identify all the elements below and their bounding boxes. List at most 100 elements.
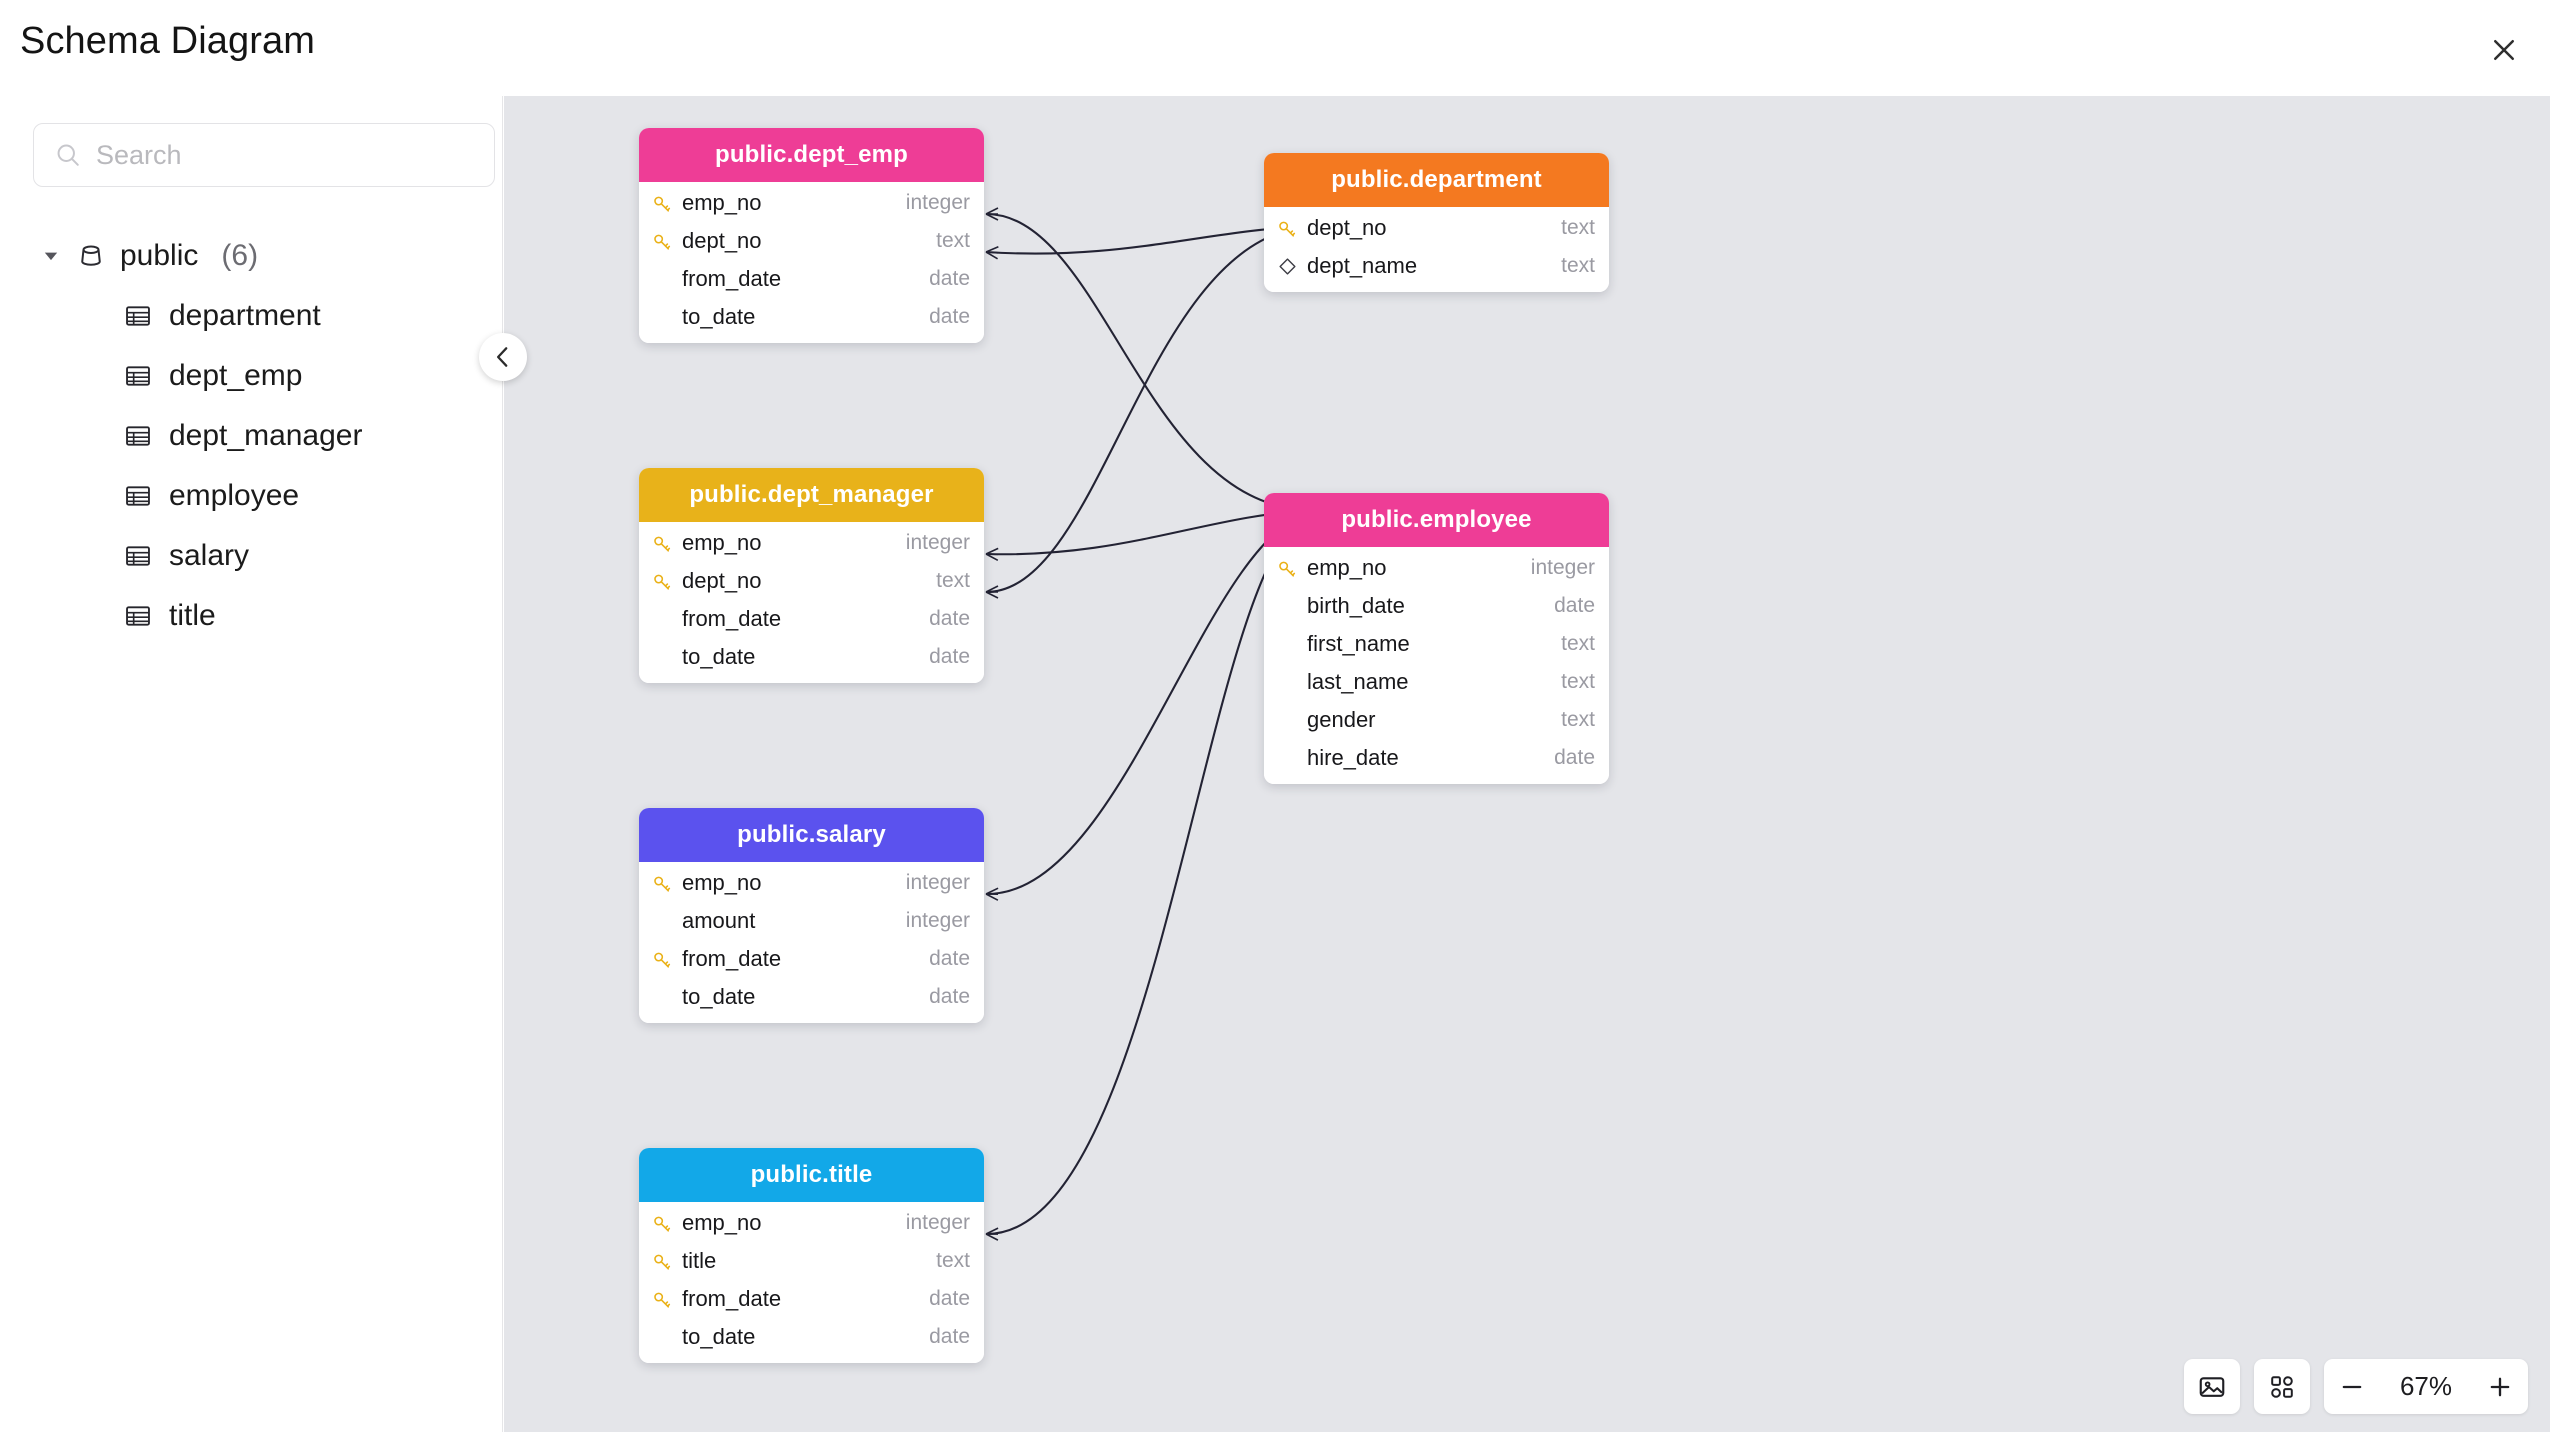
table-icon (126, 546, 150, 566)
key-icon (654, 1216, 671, 1232)
field-name: from_date (682, 946, 782, 971)
field-name: to_date (682, 644, 756, 669)
field-name: emp_no (682, 870, 762, 895)
search-box[interactable] (33, 123, 495, 187)
field-type: integer (905, 191, 970, 214)
zoom-in-button[interactable] (2472, 1359, 2528, 1414)
sidebar-item-dept_emp[interactable]: dept_emp (0, 346, 503, 406)
edge-dept_emp-employee (985, 207, 1313, 512)
table-node-header[interactable]: public.dept_emp (639, 128, 984, 182)
field-name: emp_no (682, 1210, 762, 1235)
canvas-toolbar: 67% (2184, 1359, 2528, 1414)
chevron-down-icon[interactable] (40, 245, 62, 267)
auto-layout-button[interactable] (2254, 1359, 2310, 1414)
table-node-header[interactable]: public.salary (639, 808, 984, 862)
field-name: from_date (682, 266, 782, 291)
table-icon (126, 486, 150, 506)
chevron-left-icon (496, 347, 508, 367)
tree-item-public[interactable]: public (6) (0, 226, 503, 286)
field-type: text (936, 229, 970, 252)
key-icon (654, 1292, 671, 1308)
field-type: integer (905, 871, 970, 894)
zoom-level-label[interactable]: 67% (2399, 1371, 2453, 1401)
field-type: date (929, 607, 970, 630)
table-node-header[interactable]: public.dept_manager (639, 468, 984, 522)
sidebar-item-salary[interactable]: salary (0, 526, 503, 586)
table-field-row[interactable]: dept_no text (639, 222, 984, 260)
zoom-out-button[interactable] (2324, 1359, 2380, 1414)
field-name: gender (1307, 707, 1376, 732)
database-icon (81, 245, 101, 266)
field-type: date (1554, 594, 1595, 617)
field-type: date (929, 305, 970, 328)
sidebar-item-dept_manager[interactable]: dept_manager (0, 406, 503, 466)
table-node-title[interactable]: public.title emp_no integer title text from_d… (639, 1148, 984, 1363)
grid-icon (2271, 1375, 2293, 1398)
export-image-button[interactable] (2184, 1359, 2240, 1414)
field-name: dept_no (682, 228, 762, 253)
minus-icon (2342, 1385, 2362, 1388)
key-icon (654, 952, 671, 968)
key-icon (1279, 561, 1296, 577)
page-title: Schema Diagram (20, 20, 315, 62)
search-icon (57, 144, 79, 166)
sidebar-item-employee[interactable]: employee (0, 466, 503, 526)
table-node-header[interactable]: public.employee (1264, 493, 1609, 547)
field-name: title (682, 1248, 717, 1273)
sidebar-collapse-button[interactable] (479, 333, 527, 381)
field-name: dept_no (682, 568, 762, 593)
sidebar-item-department[interactable]: department (0, 286, 503, 346)
tree-item-label: department (169, 299, 321, 332)
table-field-row[interactable]: title text (639, 1242, 984, 1280)
table-node-header[interactable]: public.department (1264, 153, 1609, 207)
table-node-header[interactable]: public.title (639, 1148, 984, 1202)
field-name: dept_no (1307, 215, 1387, 240)
field-type: text (936, 1249, 970, 1272)
search-input[interactable] (96, 124, 474, 186)
field-type: text (1561, 254, 1595, 277)
tree-item-label: dept_manager (169, 419, 363, 452)
table-field-row[interactable]: from_date date (639, 600, 984, 638)
table-field-row[interactable]: emp_no integer (639, 1204, 984, 1242)
sidebar-item-title[interactable]: title (0, 586, 503, 646)
field-name: to_date (682, 1324, 756, 1349)
close-icon (2494, 40, 2514, 60)
tree-item-label: title (169, 599, 216, 632)
field-type: date (929, 985, 970, 1008)
sidebar: public (6) department dept_emp dept_manage… (0, 96, 527, 1432)
table-field-row[interactable]: emp_no integer (639, 864, 984, 902)
field-name: from_date (682, 606, 782, 631)
close-button[interactable] (2476, 22, 2532, 78)
tree-item-label: dept_emp (169, 359, 303, 392)
field-type: integer (905, 1211, 970, 1234)
